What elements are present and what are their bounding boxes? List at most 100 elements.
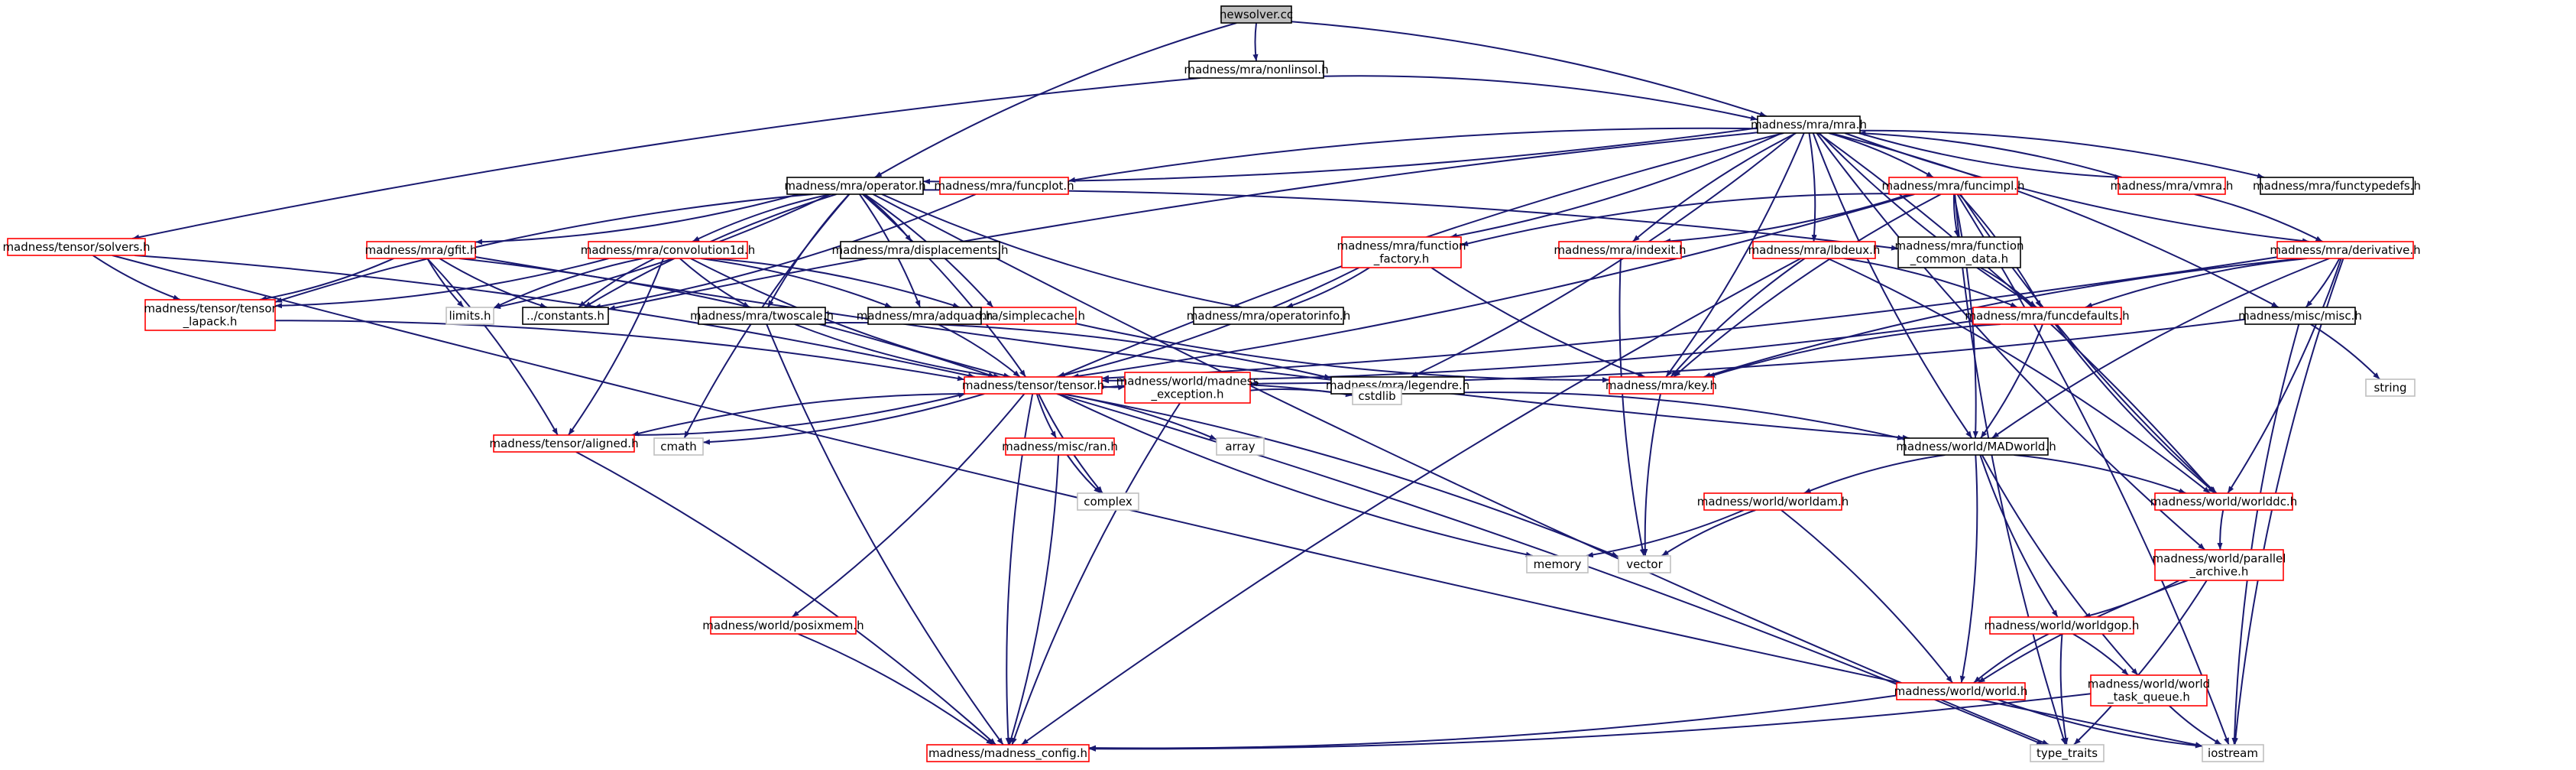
node-box-complex[interactable] (1077, 492, 1139, 511)
node-solvers[interactable]: madness/tensor/solvers.h (2, 238, 151, 256)
node-box-madness_exception[interactable] (1124, 372, 1251, 404)
node-box-nonlinsol[interactable] (1188, 60, 1324, 79)
node-box-cmath[interactable] (653, 437, 704, 456)
node-type_traits[interactable]: type_traits (2030, 744, 2105, 762)
node-box-constants[interactable] (522, 307, 609, 325)
node-box-newsolver[interactable] (1220, 5, 1292, 24)
node-box-twoscale[interactable] (698, 307, 826, 325)
node-box-tensor_lapack[interactable] (144, 299, 276, 331)
node-box-derivative[interactable] (2276, 241, 2414, 259)
node-adquad[interactable]: madness/mra/adquad.h (857, 307, 993, 325)
node-iostream[interactable]: iostream (2202, 744, 2264, 762)
node-box-madworld[interactable] (1904, 437, 2049, 456)
node-box-iostream[interactable] (2202, 744, 2264, 762)
node-box-posixmem[interactable] (710, 616, 857, 635)
node-box-gfit[interactable] (366, 241, 476, 259)
node-box-mra[interactable] (1757, 115, 1861, 134)
node-nonlinsol[interactable]: madness/mra/nonlinsol.h (1184, 60, 1329, 79)
node-box-function_factory[interactable] (1341, 236, 1462, 268)
node-box-task_queue[interactable] (2090, 674, 2208, 707)
node-funcplot[interactable]: madness/mra/funcplot.h (934, 177, 1074, 195)
node-box-operator[interactable] (786, 177, 924, 195)
node-posixmem[interactable]: madness/world/posixmem.h (702, 616, 864, 635)
node-worlddc[interactable]: madness/world/worlddc.h (2150, 492, 2297, 511)
node-lbdeux[interactable]: madness/mra/lbdeux.h (1748, 241, 1881, 259)
node-cstdlib[interactable]: cstdlib (1352, 387, 1402, 405)
node-cmath[interactable]: cmath (653, 437, 704, 456)
node-box-ran[interactable] (1005, 437, 1115, 456)
node-array[interactable]: array (1216, 437, 1265, 456)
node-derivative[interactable]: madness/mra/derivative.h (2270, 241, 2421, 259)
node-box-convolution1d[interactable] (588, 241, 748, 259)
node-funcimpl[interactable]: madness/mra/funcimpl.h (1881, 177, 2025, 195)
node-box-aligned[interactable] (493, 434, 635, 453)
node-box-functypedefs[interactable] (2260, 177, 2414, 195)
node-madworld[interactable]: madness/world/MADworld.h (1896, 437, 2056, 456)
node-box-vector[interactable] (1618, 555, 1671, 573)
node-box-funcplot[interactable] (939, 177, 1069, 195)
node-displacements[interactable]: madness/mra/displacements.h (832, 241, 1009, 259)
node-box-vmra[interactable] (2118, 177, 2226, 195)
node-box-array[interactable] (1216, 437, 1265, 456)
node-box-tensor[interactable] (964, 376, 1103, 395)
node-tensor[interactable]: madness/tensor/tensor.h (962, 376, 1104, 395)
node-string[interactable]: string (2365, 379, 2416, 397)
node-operatorinfo[interactable]: madness/mra/operatorinfo.h (1187, 307, 1350, 325)
node-box-madness_config[interactable] (926, 744, 1090, 762)
node-box-lbdeux[interactable] (1752, 241, 1876, 259)
node-box-operatorinfo[interactable] (1193, 307, 1344, 325)
node-box-funcimpl[interactable] (1888, 177, 2018, 195)
node-memory[interactable]: memory (1526, 555, 1589, 573)
node-function_factory[interactable]: madness/mra/function_factory.h (1337, 236, 1466, 268)
edge-world-to-madness_config (1088, 694, 1897, 751)
node-madness_exception[interactable]: madness/world/madness_exception.h (1116, 372, 1259, 404)
node-label-task_queue-2: _task_queue.h (2107, 690, 2190, 705)
node-box-function_common_data[interactable] (1897, 236, 2021, 268)
node-task_queue[interactable]: madness/world/world_task_queue.h (2088, 674, 2210, 707)
node-box-displacements[interactable] (840, 241, 1000, 259)
node-parallel_archive[interactable]: madness/world/parallel_archive.h (2153, 549, 2286, 581)
node-box-world[interactable] (1896, 682, 2026, 700)
node-box-solvers[interactable] (7, 238, 146, 256)
node-gfit[interactable]: madness/mra/gfit.h (365, 241, 478, 259)
node-limits[interactable]: limits.h (446, 307, 494, 325)
node-box-parallel_archive[interactable] (2154, 549, 2284, 581)
node-box-worldgop[interactable] (1989, 616, 2134, 635)
node-worldam[interactable]: madness/world/worldam.h (1697, 492, 1849, 511)
node-box-cstdlib[interactable] (1352, 387, 1402, 405)
node-box-worldam[interactable] (1703, 492, 1842, 511)
node-twoscale[interactable]: madness/mra/twoscale.h (690, 307, 834, 325)
node-box-memory[interactable] (1526, 555, 1589, 573)
node-indexit[interactable]: madness/mra/indexit.h (1554, 241, 1687, 259)
node-vector[interactable]: vector (1618, 555, 1671, 573)
node-box-key[interactable] (1609, 376, 1714, 395)
edge-operator-to-tensor (862, 193, 1027, 378)
node-box-worlddc[interactable] (2154, 492, 2293, 511)
node-box-limits[interactable] (446, 307, 494, 325)
node-functypedefs[interactable]: madness/mra/functypedefs.h (2253, 177, 2421, 195)
node-worldgop[interactable]: madness/world/worldgop.h (1985, 616, 2140, 635)
node-constants[interactable]: ../constants.h (522, 307, 609, 325)
node-box-type_traits[interactable] (2030, 744, 2105, 762)
node-function_common_data[interactable]: madness/mra/function_common_data.h (1894, 236, 2024, 268)
node-madness_config[interactable]: madness/madness_config.h (926, 744, 1090, 762)
node-vmra[interactable]: madness/mra/vmra.h (2111, 177, 2234, 195)
node-misc[interactable]: madness/misc/misc.h (2238, 307, 2362, 325)
node-box-string[interactable] (2365, 379, 2416, 397)
node-ran[interactable]: madness/misc/ran.h (1002, 437, 1118, 456)
node-box-funcdefaults[interactable] (1972, 307, 2122, 325)
node-mra[interactable]: madness/mra/mra.h (1751, 115, 1867, 134)
node-box-adquad[interactable] (867, 307, 982, 325)
node-aligned[interactable]: madness/tensor/aligned.h (489, 434, 639, 453)
node-box-misc[interactable] (2244, 307, 2356, 325)
node-box-indexit[interactable] (1558, 241, 1682, 259)
node-label-cmath: cmath (660, 440, 696, 453)
node-key[interactable]: madness/mra/key.h (1606, 376, 1717, 395)
node-funcdefaults[interactable]: madness/mra/funcdefaults.h (1965, 307, 2130, 325)
node-newsolver[interactable]: newsolver.cc (1220, 5, 1293, 24)
node-convolution1d[interactable]: madness/mra/convolution1d.h (581, 241, 756, 259)
node-tensor_lapack[interactable]: madness/tensor/tensor_lapack.h (144, 299, 277, 331)
node-operator[interactable]: madness/mra/operator.h (784, 177, 926, 195)
node-complex[interactable]: complex (1077, 492, 1139, 511)
node-world[interactable]: madness/world/world.h (1894, 682, 2028, 700)
